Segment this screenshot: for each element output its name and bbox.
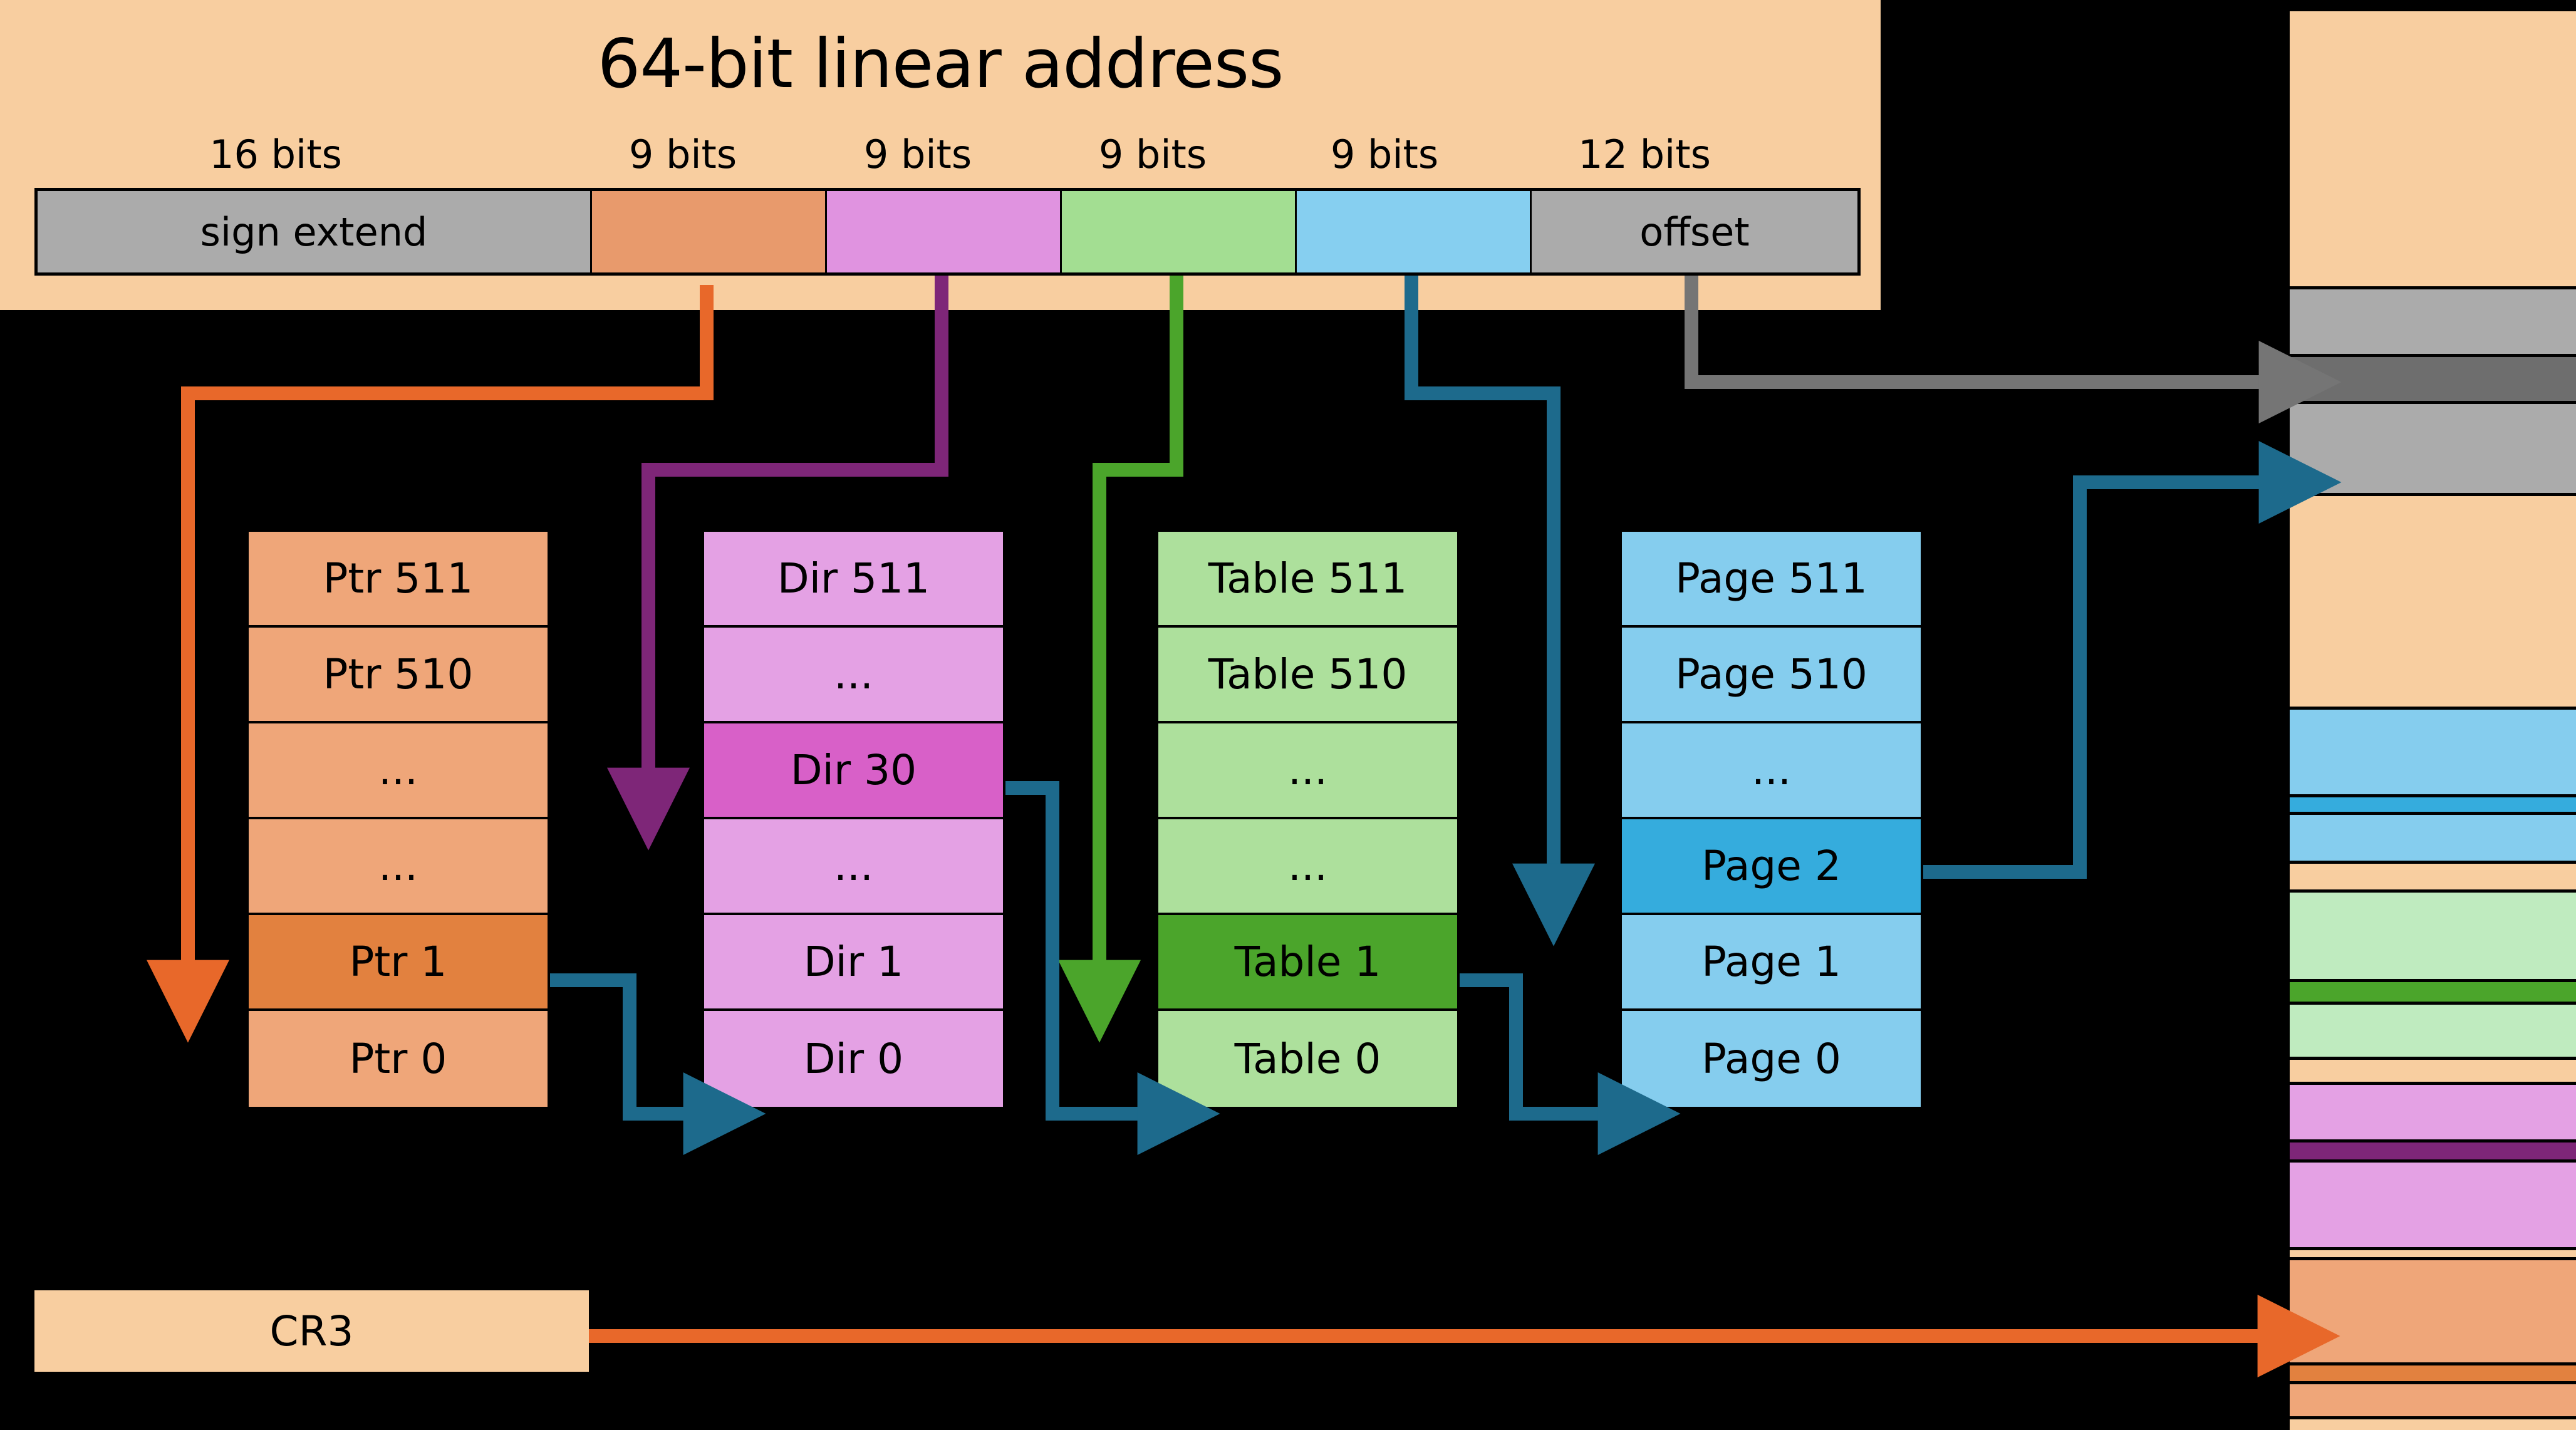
table-row[interactable]: Ptr 510 — [249, 628, 548, 723]
memory-segment — [2290, 893, 2576, 982]
memory-segment — [2290, 357, 2576, 404]
table-row[interactable]: Dir 0 — [704, 1011, 1003, 1107]
physical-memory-strip — [2287, 11, 2576, 1430]
table-row[interactable]: ... — [249, 723, 548, 819]
bit-width-label-0: 16 bits — [209, 132, 342, 177]
memory-segment — [2290, 1085, 2576, 1142]
table-row[interactable]: ... — [1158, 819, 1457, 915]
memory-segment — [2290, 1384, 2576, 1419]
bit-width-label-2: 9 bits — [863, 132, 972, 177]
table-row[interactable]: Page 511 — [1622, 532, 1921, 628]
memory-segment — [2290, 1060, 2576, 1085]
table-row[interactable]: Dir 30 — [704, 723, 1003, 819]
memory-segment — [2290, 1419, 2576, 1430]
page-to-memory-connector — [1923, 441, 2342, 879]
memory-segment — [2290, 289, 2576, 357]
memory-segment — [2290, 11, 2576, 289]
table-row[interactable]: ... — [1158, 723, 1457, 819]
page-title: 64-bit linear address — [597, 25, 1284, 103]
memory-segment — [2290, 1005, 2576, 1060]
table-row[interactable]: Page 0 — [1622, 1011, 1921, 1107]
linear-address-header: 64-bit linear address 16 bits 9 bits 9 bit… — [0, 0, 1881, 310]
memory-segment — [2290, 1250, 2576, 1260]
memory-segment — [2290, 982, 2576, 1005]
table-row[interactable]: ... — [704, 628, 1003, 723]
memory-segment — [2290, 1260, 2576, 1365]
table-row[interactable]: Table 511 — [1158, 532, 1457, 628]
table-row[interactable]: Ptr 1 — [249, 915, 548, 1011]
address-field-dir[interactable] — [827, 191, 1062, 272]
table-row[interactable]: Page 2 — [1622, 819, 1921, 915]
table-row[interactable]: Table 510 — [1158, 628, 1457, 723]
memory-segment — [2290, 710, 2576, 797]
memory-segment — [2290, 1163, 2576, 1250]
table-to-page-connector — [1460, 973, 1681, 1155]
table-row[interactable]: Dir 511 — [704, 532, 1003, 628]
memory-segment — [2290, 815, 2576, 864]
cr3-register[interactable]: CR3 — [34, 1290, 589, 1372]
table-row[interactable]: ... — [704, 819, 1003, 915]
address-field-sign-extend[interactable]: sign extend — [38, 191, 592, 272]
memory-segment — [2290, 797, 2576, 815]
memory-segment — [2290, 404, 2576, 496]
table-row[interactable]: Page 510 — [1622, 628, 1921, 723]
memory-segment — [2290, 1142, 2576, 1163]
bit-width-labels: 16 bits 9 bits 9 bits 9 bits 9 bits 12 bits — [0, 132, 1881, 188]
table-row[interactable]: Ptr 511 — [249, 532, 548, 628]
bit-width-label-4: 9 bits — [1330, 132, 1439, 177]
table-row[interactable]: Dir 1 — [704, 915, 1003, 1011]
table-row[interactable]: Page 1 — [1622, 915, 1921, 1011]
bit-width-label-3: 9 bits — [1098, 132, 1207, 177]
table-row[interactable]: Table 1 — [1158, 915, 1457, 1011]
memory-segment — [2290, 496, 2576, 710]
address-field-table[interactable] — [1062, 191, 1297, 272]
address-field-page[interactable] — [1297, 191, 1532, 272]
table-row[interactable]: Ptr 0 — [249, 1011, 548, 1107]
address-field-offset[interactable]: offset — [1532, 191, 1857, 272]
table-row[interactable]: Table 0 — [1158, 1011, 1457, 1107]
address-field-ptr[interactable] — [592, 191, 827, 272]
table-row[interactable]: ... — [249, 819, 548, 915]
table-row[interactable]: ... — [1622, 723, 1921, 819]
ptr-to-dir-connector — [550, 973, 766, 1155]
bit-width-label-1: 9 bits — [628, 132, 737, 177]
dir-to-table-connector — [1005, 781, 1220, 1155]
address-field-bar: sign extend offset — [34, 188, 1861, 276]
bit-width-label-5: 12 bits — [1578, 132, 1711, 177]
memory-segment — [2290, 864, 2576, 893]
memory-segment — [2290, 1365, 2576, 1384]
